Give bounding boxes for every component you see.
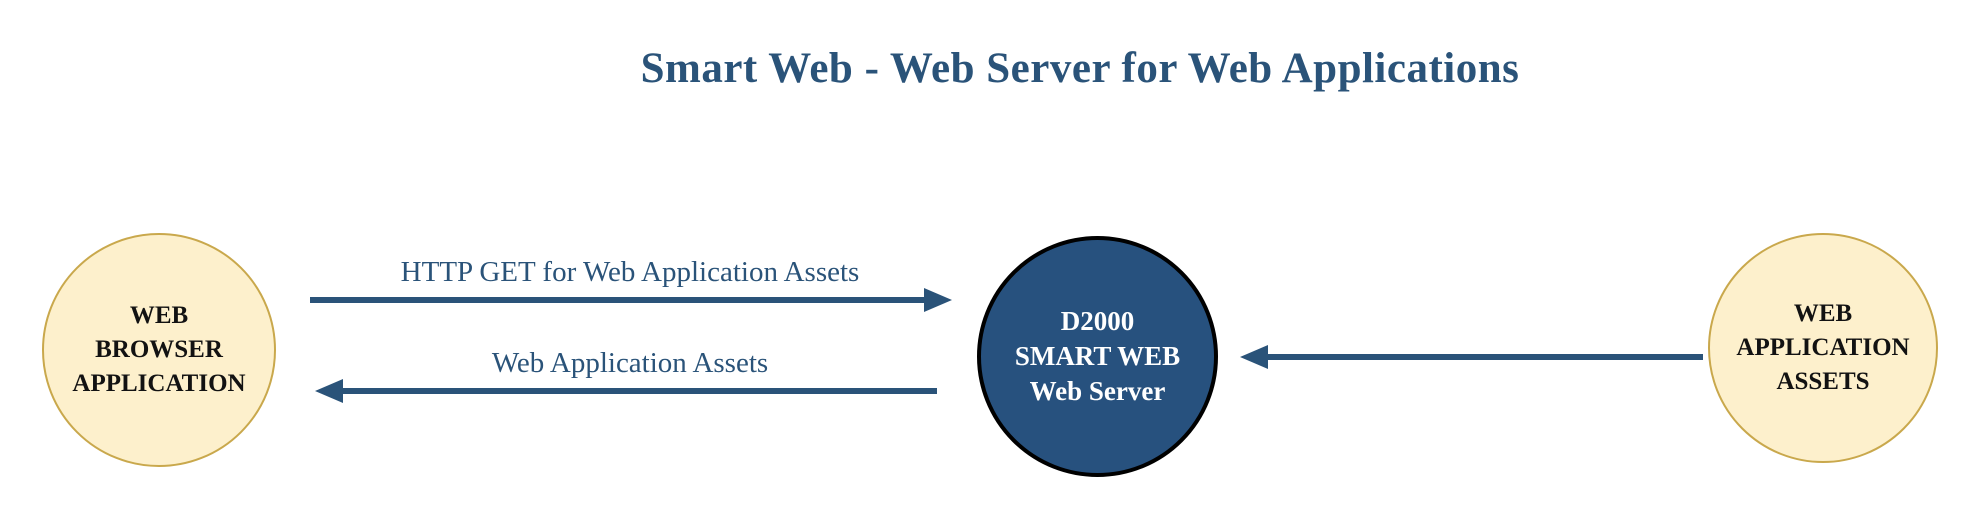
arrow-line-assets-response — [343, 388, 937, 394]
node-label-line: APPLICATION — [72, 370, 246, 397]
arrow-line-assets-source — [1268, 354, 1703, 360]
node-label-line: APPLICATION — [1736, 334, 1910, 361]
node-label-line: WEB — [1793, 300, 1853, 327]
node-web-application-assets: WEB APPLICATION ASSETS — [1708, 233, 1938, 463]
node-label-line: Web Server — [1029, 376, 1166, 406]
node-d2000-smart-web-server: D2000 SMART WEB Web Server — [977, 236, 1218, 477]
diagram-title: Smart Web - Web Server for Web Applicati… — [640, 45, 1520, 92]
node-web-browser-application: WEB BROWSER APPLICATION — [42, 233, 276, 467]
node-label-line: D2000 — [1060, 306, 1135, 336]
node-label-line: WEB — [129, 302, 189, 329]
arrow-head-left-icon — [315, 379, 343, 403]
node-label-line: SMART WEB — [1014, 341, 1181, 371]
arrow-label-web-application-assets: Web Application Assets — [491, 347, 769, 379]
arrow-line-http-get — [310, 297, 924, 303]
node-label-line: BROWSER — [95, 336, 223, 363]
arrow-head-left-icon — [1240, 345, 1268, 369]
node-label-line: ASSETS — [1776, 368, 1870, 395]
arrow-label-http-get: HTTP GET for Web Application Assets — [400, 256, 860, 288]
arrow-head-right-icon — [924, 288, 952, 312]
